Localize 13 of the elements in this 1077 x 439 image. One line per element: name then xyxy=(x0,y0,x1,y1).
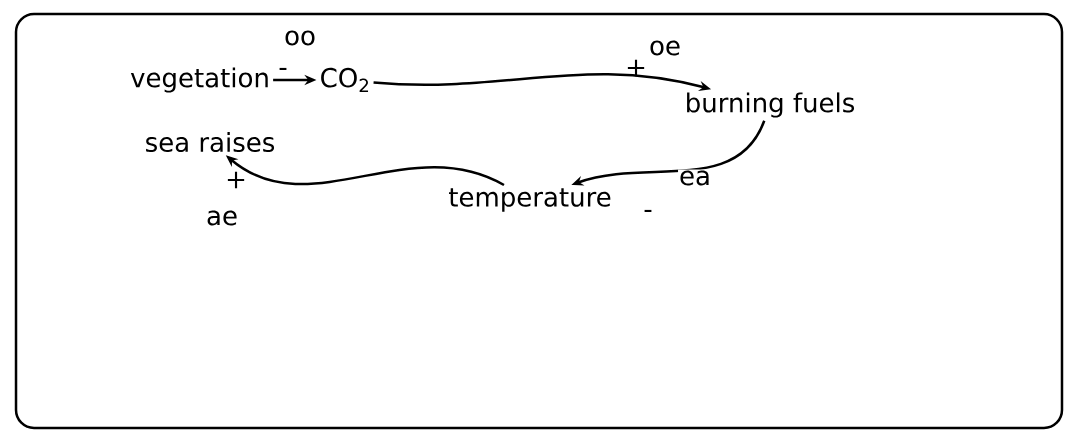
sign-label: + xyxy=(627,59,645,77)
node-label: burning fuels xyxy=(687,92,855,118)
edge-label: oo xyxy=(283,29,317,47)
node-label: CO$_{2}$ xyxy=(321,67,369,93)
sign-label: - xyxy=(279,67,287,70)
edge-label: oe xyxy=(648,39,682,57)
edge-label: ea xyxy=(678,169,712,187)
node-label: temperature xyxy=(449,188,611,212)
node-label: sea raises xyxy=(146,131,275,153)
sign-label: - xyxy=(644,209,652,212)
edge-label: ae xyxy=(205,209,239,227)
node-label: vegetation xyxy=(130,67,268,93)
sign-label: + xyxy=(227,171,245,189)
